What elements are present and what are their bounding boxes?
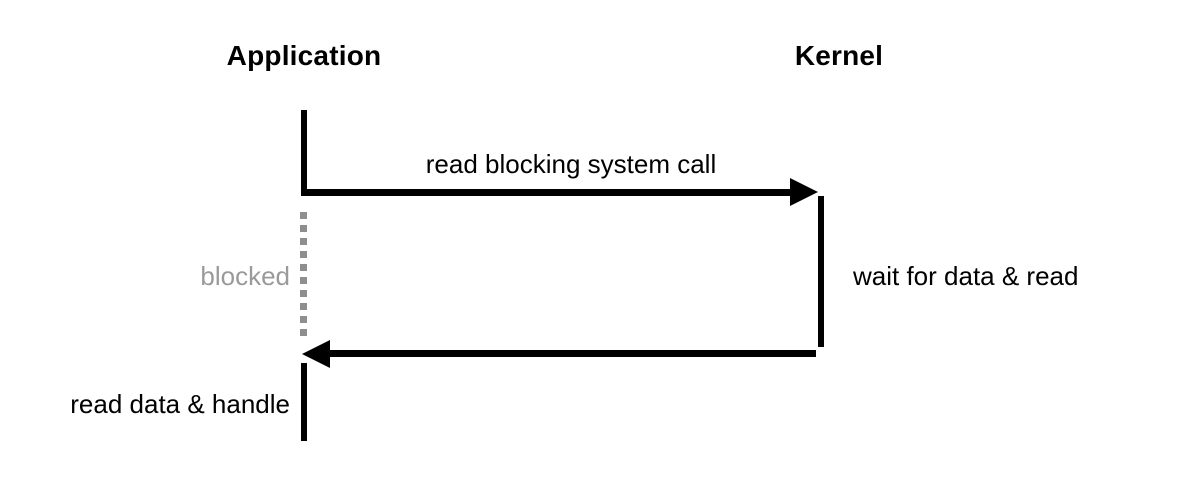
application-activity-label: read data & handle [70,389,290,419]
application-activation-bar-top [301,110,307,190]
arrowhead-right-icon [790,178,818,206]
application-activation-bar-bottom [301,363,307,441]
actor-title-application: Application [226,40,382,71]
blocked-label: blocked [200,261,290,291]
kernel-activation-bar [818,196,824,347]
actor-title-kernel: Kernel [794,40,884,71]
message-label-call: read blocking system call [425,149,717,179]
blocked-dotted-lifeline [300,212,307,336]
message-line-return [322,350,816,357]
message-line-call [301,189,791,196]
kernel-activity-label: wait for data & read [853,261,1079,291]
